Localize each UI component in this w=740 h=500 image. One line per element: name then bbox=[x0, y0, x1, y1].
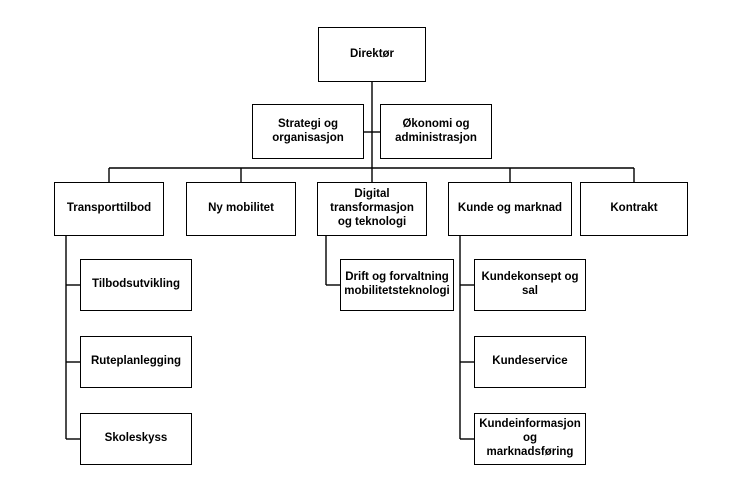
staff-economy-box: Økonomi og administrasjon bbox=[380, 104, 492, 159]
unit-tilbodsutvikling-box: Tilbodsutvikling bbox=[80, 259, 192, 311]
director-box: Direktør bbox=[318, 27, 426, 82]
unit-drift-forvaltning-box: Drift og forvaltning mobilitetsteknologi bbox=[340, 259, 454, 311]
unit-drift-forvaltning-label: Drift og forvaltning mobilitetsteknologi bbox=[344, 271, 450, 297]
dept-kontrakt-box: Kontrakt bbox=[580, 182, 688, 236]
unit-ruteplanlegging-box: Ruteplanlegging bbox=[80, 336, 192, 388]
dept-transporttilbod-label: Transporttilbod bbox=[66, 202, 152, 215]
unit-skoleskyss-box: Skoleskyss bbox=[80, 413, 192, 465]
staff-strategy-box: Strategi og organisasjon bbox=[252, 104, 364, 159]
unit-tilbodsutvikling-label: Tilbodsutvikling bbox=[92, 278, 180, 291]
dept-ny-mobilitet-label: Ny mobilitet bbox=[208, 202, 274, 215]
dept-transporttilbod-box: Transporttilbod bbox=[54, 182, 164, 236]
unit-kundekonsept-label: Kundekonsept og sal bbox=[481, 271, 579, 297]
unit-kundekonsept-box: Kundekonsept og sal bbox=[474, 259, 586, 311]
unit-kundeservice-label: Kundeservice bbox=[492, 355, 568, 368]
director-label: Direktør bbox=[349, 47, 395, 60]
unit-kundeinformasjon-label: Kundeinformasjon og marknadsføring bbox=[479, 418, 581, 458]
dept-digital-box: Digital transformasjon og teknologi bbox=[317, 182, 427, 236]
dept-kontrakt-label: Kontrakt bbox=[610, 202, 658, 215]
dept-ny-mobilitet-box: Ny mobilitet bbox=[186, 182, 296, 236]
staff-economy-label: Økonomi og administrasjon bbox=[395, 117, 477, 144]
staff-strategy-label: Strategi og organisasjon bbox=[272, 117, 344, 144]
unit-skoleskyss-label: Skoleskyss bbox=[104, 432, 168, 445]
dept-digital-label: Digital transformasjon og teknologi bbox=[330, 188, 414, 228]
unit-kundeinformasjon-box: Kundeinformasjon og marknadsføring bbox=[474, 413, 586, 465]
unit-kundeservice-box: Kundeservice bbox=[474, 336, 586, 388]
dept-kunde-marknad-label: Kunde og marknad bbox=[457, 202, 563, 215]
unit-ruteplanlegging-label: Ruteplanlegging bbox=[90, 355, 182, 368]
dept-kunde-marknad-box: Kunde og marknad bbox=[448, 182, 572, 236]
